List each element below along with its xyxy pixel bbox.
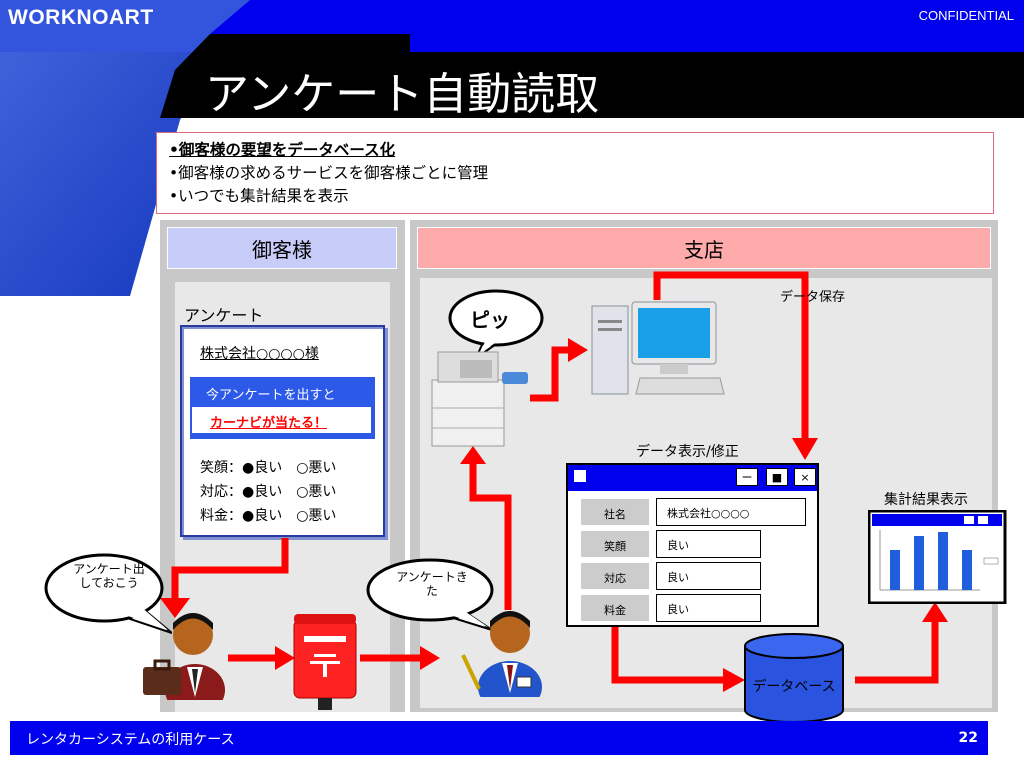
data-edit-window: ー ■ × 社名 株式会社○○○○ 笑顔 良い 対応 良い 料金 良い xyxy=(566,463,819,627)
promo-line1: 今アンケートを出すと xyxy=(206,388,336,403)
footer-bar: レンタカーシステムの利用ケース 22 xyxy=(10,721,988,755)
customer-speech-bubble xyxy=(44,553,172,634)
page-number: 22 xyxy=(958,730,978,746)
form-field-price[interactable]: 良い xyxy=(656,594,761,622)
survey-card: 株式会社○○○○様 今アンケートを出すと カーナビが当たる！ 笑顔：●良い ○悪… xyxy=(180,325,385,537)
data-edit-label: データ表示/修正 xyxy=(636,444,739,460)
footer-text: レンタカーシステムの利用ケース xyxy=(26,732,235,748)
form-field-smile[interactable]: 良い xyxy=(656,530,761,558)
database-label: データベース xyxy=(752,679,836,695)
customer-person-icon xyxy=(143,613,225,700)
summary-label: 集計結果表示 xyxy=(884,492,968,508)
form-label-company: 社名 xyxy=(580,498,650,526)
survey-label: アンケート xyxy=(184,306,264,325)
summary-chart-thumbnail xyxy=(868,510,1007,604)
bullet-list: 御客様の要望をデータベース化 御客様の求めるサービスを御客様ごとに管理 いつでも… xyxy=(156,132,994,214)
minimize-button[interactable]: ー xyxy=(736,468,758,486)
brand-logo: WORKNOART xyxy=(8,6,154,29)
form-label-price: 料金 xyxy=(580,594,650,622)
database-icon xyxy=(744,633,844,723)
form-label-smile: 笑顔 xyxy=(580,530,650,558)
staff-bubble-text: アンケートきた xyxy=(396,570,468,598)
survey-row-service: 対応：●良い ○悪い xyxy=(200,484,337,500)
bullet-item: 御客様の要望をデータベース化 xyxy=(169,139,981,162)
customer-header: 御客様 xyxy=(167,227,397,269)
staff-person-icon xyxy=(461,611,542,697)
customer-bubble-text: アンケート出しておこう xyxy=(73,562,145,590)
scanner-copier-icon xyxy=(431,351,528,447)
data-save-label: データ保存 xyxy=(780,290,846,305)
promo-highlight: カーナビが当たる！ xyxy=(192,407,371,433)
survey-row-price: 料金：●良い ○悪い xyxy=(200,508,337,524)
window-menu-icon[interactable] xyxy=(574,470,586,482)
branch-header: 支店 xyxy=(417,227,991,269)
computer-icon xyxy=(591,301,725,395)
survey-company: 株式会社○○○○様 xyxy=(200,346,319,362)
beep-text: ピッ xyxy=(470,308,510,332)
survey-row-smile: 笑顔：●良い ○悪い xyxy=(200,460,337,476)
bullet-item: 御客様の求めるサービスを御客様ごとに管理 xyxy=(169,162,981,185)
form-field-service[interactable]: 良い xyxy=(656,562,761,590)
form-label-service: 対応 xyxy=(580,562,650,590)
staff-speech-bubble xyxy=(366,558,494,631)
close-button[interactable]: × xyxy=(794,468,816,486)
form-field-company[interactable]: 株式会社○○○○ xyxy=(656,498,806,526)
promo-box: 今アンケートを出すと カーナビが当たる！ xyxy=(190,377,375,439)
beep-speech-bubble xyxy=(448,289,544,360)
maximize-button[interactable]: ■ xyxy=(766,468,788,486)
postbox-icon xyxy=(293,614,357,710)
confidential-label: CONFIDENTIAL xyxy=(918,8,1014,23)
bullet-item: いつでも集計結果を表示 xyxy=(169,185,981,208)
slide-title: アンケート自動読取 xyxy=(205,69,600,120)
window-titlebar: ー ■ × xyxy=(568,465,817,491)
promo-line2: カーナビが当たる！ xyxy=(210,416,328,431)
